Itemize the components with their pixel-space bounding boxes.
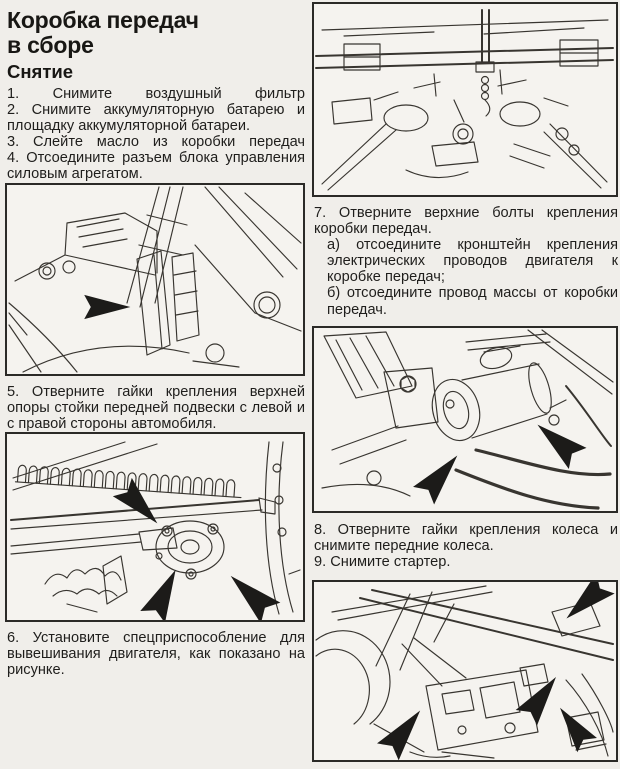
- step-4: 4. Отсоедините разъем блока управ­ления …: [7, 150, 305, 183]
- page-title-line1: Коробка передач: [7, 7, 199, 33]
- pointer-arrow-icon: [413, 455, 458, 505]
- starter-motor-sketch: [321, 329, 614, 510]
- figure-starter-removal: [312, 579, 618, 762]
- step-7: 7. Отверните верхние болты крепле­ния ко…: [314, 205, 618, 238]
- pointer-arrow-icon: [377, 710, 421, 760]
- pointer-arrow-icon: [566, 581, 615, 619]
- right-column: 7. Отверните верхние болты крепле­ния ко…: [312, 0, 618, 762]
- strut-mount-sketch: [10, 441, 301, 620]
- figure-engine-support: [312, 2, 618, 197]
- step-3: 3. Слейте масло из коробки передач: [7, 134, 305, 151]
- figure-starter-bolts: [312, 325, 618, 513]
- section-heading: Снятие: [7, 61, 74, 82]
- step-2: 2. Снимите аккумуляторную батарею и площ…: [7, 102, 305, 135]
- pointer-arrow-icon: [515, 676, 556, 726]
- pointer-arrow-icon: [230, 575, 281, 620]
- pointer-arrow-icon: [140, 569, 176, 620]
- figure-strut-mount: [5, 431, 305, 622]
- pointer-arrow-icon: [560, 707, 597, 753]
- pointer-arrow-icon: [537, 424, 587, 469]
- step-8: 8. Отверните гайки крепления колеса и сн…: [314, 521, 618, 554]
- step-6: 6. Установите спецприспособление для выв…: [7, 629, 305, 679]
- engine-bay-control-unit-sketch: [8, 185, 302, 373]
- figure-control-unit: [5, 182, 305, 376]
- starter-removal-sketch: [315, 581, 615, 760]
- pointer-arrow-icon: [112, 477, 158, 524]
- step-1: 1. Снимите воздушный фильтр: [7, 86, 305, 102]
- step-5: 5. Отверните гайки крепления верхней опо…: [7, 383, 305, 432]
- page-title-line2: в сборе: [7, 32, 94, 58]
- pointer-arrow-icon: [84, 294, 131, 319]
- step-7b: б) отсоедините провод массы от ко­робки …: [327, 285, 618, 318]
- engine-support-tool-sketch: [315, 9, 614, 191]
- step-7a: а) отсоедините кронштейн крепле­ния элек…: [327, 237, 618, 286]
- step-9: 9. Снимите стартер.: [314, 553, 451, 570]
